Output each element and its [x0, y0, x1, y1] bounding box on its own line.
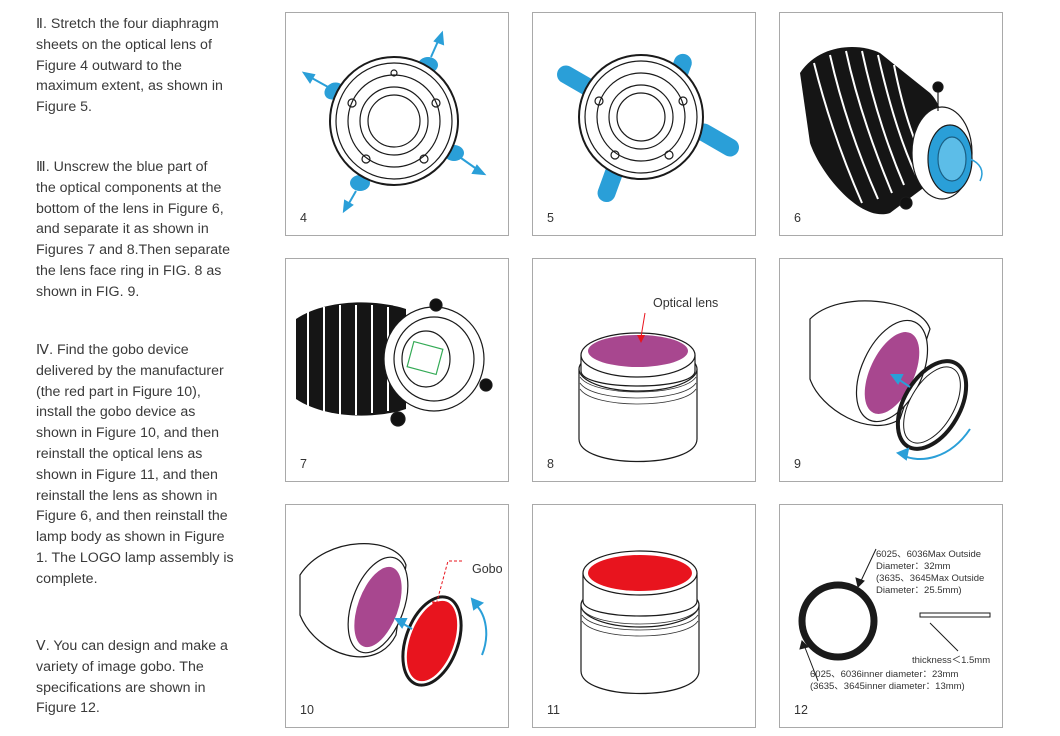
figure-7-number: 7	[300, 457, 307, 471]
optical-lens-label: Optical lens	[653, 296, 719, 310]
reinstalled-lens-with-gobo-illustration	[580, 550, 700, 695]
figure-6-number: 6	[794, 211, 801, 225]
figure-10-number: 10	[300, 703, 314, 717]
figure-11-number: 11	[547, 703, 560, 717]
lens-face-ring-separation-illustration	[809, 300, 971, 461]
figure-10-panel: Gobo 10	[285, 504, 509, 728]
figure-7-panel: 7	[285, 258, 509, 482]
figure-12-number: 12	[794, 703, 808, 717]
figure-4-panel: 4	[285, 12, 509, 236]
lens-diaphragm-open-illustration	[557, 53, 739, 203]
figure-9-number: 9	[794, 457, 801, 471]
step-3-text: Ⅲ. Unscrew the blue part of the optical …	[36, 159, 231, 300]
thickness-label: thickness＜1.5mm	[912, 655, 991, 666]
figure-8-number: 8	[547, 457, 554, 471]
step-5-text: Ⅴ. You can design and make a variety of …	[36, 638, 228, 717]
figure-9-panel: 9	[779, 258, 1003, 482]
gobo-install-illustration	[299, 543, 488, 687]
figure-8-panel: Optical lens 8	[532, 258, 756, 482]
figure-4-number: 4	[300, 211, 307, 225]
gobo-specification-diagram	[798, 548, 991, 682]
figure-5-number: 5	[547, 211, 554, 225]
gobo-label: Gobo	[472, 562, 503, 576]
optical-lens-component-illustration	[578, 312, 698, 463]
figure-11-panel: 11	[532, 504, 756, 728]
figure-5-panel: 5	[532, 12, 756, 236]
max-outside-diameter-label: 6025、6036Max Outside Diameter：32mm (3635…	[876, 549, 985, 596]
step-4-text: Ⅳ. Find the gobo device delivered by the…	[36, 342, 234, 587]
inner-diameter-label: 6025、6036inner diameter：23mm (3635、3645i…	[810, 669, 965, 692]
lamp-separated-illustration	[296, 298, 493, 427]
step-2-text: Ⅱ. Stretch the four diaphragm sheets on …	[36, 16, 223, 116]
lamp-with-lens-illustration	[800, 47, 983, 215]
figure-12-panel: 6025、6036Max Outside Diameter：32mm (3635…	[779, 504, 1003, 728]
lens-diaphragm-closed-illustration	[301, 30, 487, 214]
figure-6-panel: 6	[779, 12, 1003, 236]
gobo-ring	[798, 581, 878, 661]
